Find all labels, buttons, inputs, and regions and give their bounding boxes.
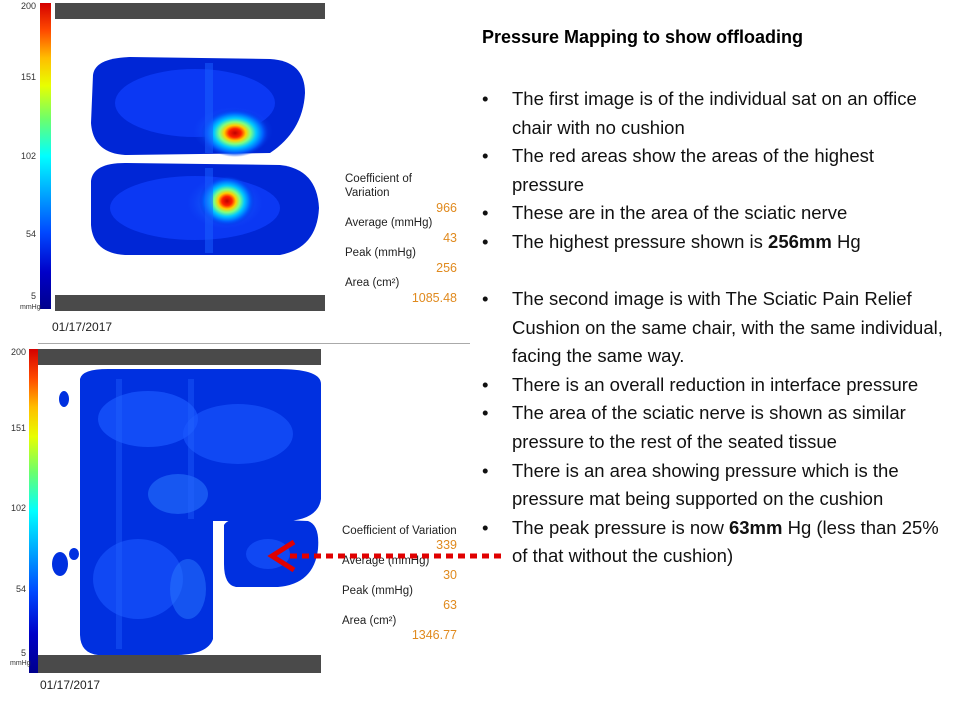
bullet-text-suffix: Hg (less than 25% of that without the cu… (512, 516, 939, 567)
arrow-head (267, 539, 296, 573)
scale-tick-54: 54 (15, 584, 26, 594)
bullet-text-suffix: Hg (831, 230, 861, 252)
bullet-text: The first image is of the individual sat… (512, 88, 917, 138)
bullet-item: • These are in the area of the sciatic ne… (480, 199, 950, 228)
bullet-text: The peak pressure is now (512, 516, 729, 538)
scale-tick-54: 54 (25, 229, 36, 239)
cov-value: 966 (436, 200, 457, 215)
pressure-map-panel-after: 200 151 102 54 5 mmHg Coeffic (0, 346, 470, 700)
bullet-dot: • (482, 145, 489, 167)
pressure-heatmap-before (91, 57, 319, 255)
scale-tick-151: 151 (20, 72, 36, 82)
map-date: 01/17/2017 (40, 678, 101, 692)
bullet-dot: • (482, 288, 489, 309)
map-bottom-bar (55, 295, 325, 311)
scale-unit: mmHg (20, 304, 41, 311)
bullet-item: • There is an overall reduction in interf… (480, 371, 950, 400)
bullet-text: The area of the sciatic nerve is shown a… (512, 402, 906, 452)
area-label: Area (cm²) (345, 277, 400, 290)
scale-tick-200: 200 (10, 347, 26, 357)
scale-tick-151: 151 (10, 423, 26, 433)
bullet-list-before: • The first image is of the individual sa… (480, 85, 950, 257)
area-label: Area (cm²) (342, 615, 397, 627)
bullet-item: • The peak pressure is now 63mm Hg (less … (480, 514, 950, 571)
pressure-heatmap-after (52, 369, 321, 655)
peak-pressure-area-upper (201, 109, 269, 157)
bullet-text: The red areas show the areas of the high… (512, 145, 874, 195)
cov-value: 339 (436, 538, 457, 553)
cov-label: Coefficient of Variation (345, 173, 412, 200)
pointer-arrow (267, 539, 502, 573)
average-value: 43 (443, 230, 457, 245)
bullet-item: • The second image is with The Sciatic Pa… (480, 285, 950, 371)
bullet-dot: • (482, 402, 489, 424)
area-value: 1085.48 (411, 290, 457, 305)
pressure-map-after (38, 349, 321, 673)
pressure-color-scale (40, 3, 51, 309)
peak-label: Peak (mmHg) (342, 585, 413, 597)
pressure-map-before (55, 3, 325, 311)
panel-divider (38, 343, 470, 344)
bullet-dot: • (482, 459, 489, 481)
map-date: 01/17/2017 (52, 320, 113, 334)
slide-title: Pressure Mapping to show offloading (482, 27, 804, 47)
bullet-dot: • (482, 373, 489, 395)
average-value: 30 (443, 568, 457, 583)
bullet-item: • The first image is of the individual sa… (480, 85, 950, 142)
pressure-color-scale (29, 349, 40, 673)
map-top-bar (38, 349, 321, 365)
bullet-dot: • (482, 230, 489, 252)
bullet-item: • The highest pressure shown is 256mm Hg (480, 228, 950, 257)
bullet-dot: • (482, 88, 489, 109)
peak-label: Peak (mmHg) (345, 247, 416, 260)
scale-tick-102: 102 (20, 151, 36, 161)
peak-value: 63 (443, 598, 457, 613)
map-bottom-bar (38, 655, 321, 673)
average-label: Average (mmHg) (345, 217, 433, 230)
bullet-list-after: • The second image is with The Sciatic Pa… (480, 285, 950, 571)
bullet-text: The highest pressure shown is (512, 230, 769, 252)
scale-tick-5: 5 (20, 648, 26, 658)
bullet-dot: • (482, 516, 489, 538)
scale-tick-102: 102 (10, 503, 26, 513)
cov-label: Coefficient of Variation (342, 525, 457, 537)
bullet-text: These are in the area of the sciatic ner… (512, 202, 848, 224)
scale-unit: mmHg (10, 660, 31, 667)
scale-tick-200: 200 (20, 1, 36, 11)
area-value: 1346.77 (411, 628, 457, 643)
map-top-bar (55, 3, 325, 19)
bullet-item: • There is an area showing pressure which… (480, 457, 950, 514)
bullet-dot: • (482, 202, 489, 224)
bullet-text: There is an overall reduction in interfa… (512, 373, 919, 395)
bullet-text-bold: 256mm (768, 230, 832, 252)
bullet-text-bold: 63mm (728, 516, 783, 538)
peak-value: 256 (436, 260, 457, 275)
bullet-text: The second image is with The Sciatic Pai… (512, 288, 943, 367)
bullet-item: • The red areas show the areas of the hig… (480, 142, 950, 199)
bullet-text: There is an area showing pressure which … (512, 459, 899, 510)
scale-tick-5: 5 (30, 291, 36, 301)
pressure-map-panel-before: 200 151 102 54 5 mmHg (0, 0, 470, 344)
stats-before: Coefficient of Variation 966 Average (mm… (345, 172, 457, 306)
bullet-item: • The area of the sciatic nerve is shown … (480, 399, 950, 456)
